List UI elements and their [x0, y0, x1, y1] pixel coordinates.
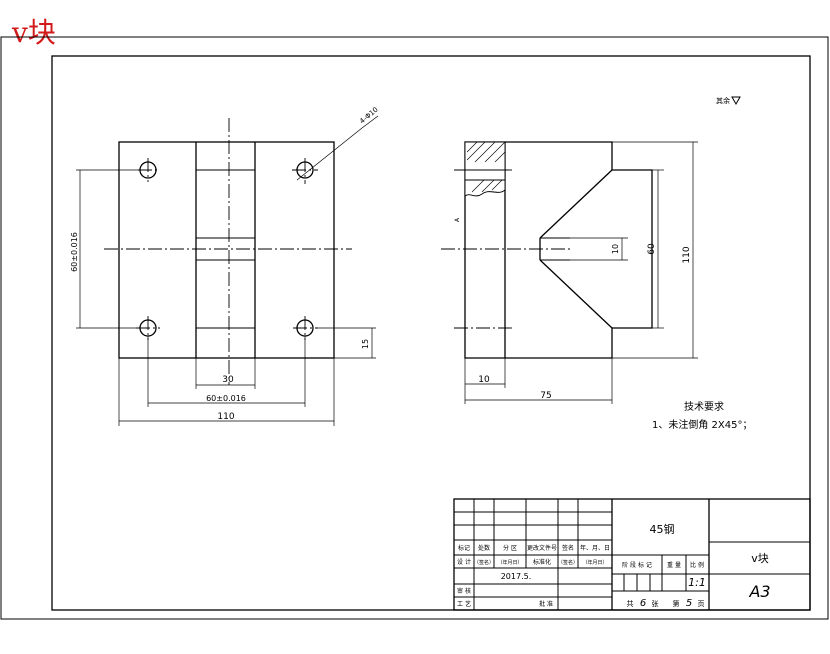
tb-label-stage-mark: 阶 段 标 记	[622, 561, 652, 569]
tb-material: 45钢	[650, 523, 675, 536]
inner-border	[51, 55, 811, 611]
tb-label-approve: 批 准	[539, 600, 553, 608]
tech-req-heading: 技术要求	[684, 400, 724, 413]
roughness-symbol-icon	[731, 96, 741, 106]
tb-sheet-no: 5	[686, 598, 692, 609]
dim-vertical-hole-spacing: 60±0.016	[70, 232, 79, 272]
dim-edge-offset: 15	[361, 339, 370, 349]
tb-sheet-prefix: 第	[673, 599, 680, 608]
tb-total-prefix: 共	[627, 599, 634, 608]
tb-label-design: 设 计	[457, 558, 471, 566]
dim-horizontal-hole-spacing: 60±0.016	[206, 394, 246, 403]
tb-total-unit: 张	[652, 599, 659, 608]
dim-v-depth: 60	[647, 243, 657, 255]
tb-label-weight: 重 量	[667, 561, 681, 569]
tech-req-item-1: 1、未注倒角 2X45°；	[652, 418, 752, 431]
tb-label-count: 处数	[478, 544, 490, 552]
dim-overall-length: 75	[540, 391, 551, 401]
roughness-note: 其余	[716, 96, 730, 105]
tb-date: 2017.5.	[501, 572, 532, 581]
tb-total-sheets: 6	[640, 598, 646, 609]
outer-border	[0, 36, 829, 620]
side-view: A 10 60 110 10 75	[441, 141, 698, 404]
tb-label-change-doc: 更改文件号	[527, 544, 557, 552]
tb-label-scale: 比 例	[690, 561, 704, 569]
dim-groove-width: 10	[611, 244, 620, 254]
dim-slot-width: 30	[222, 375, 234, 385]
drawing-title-red: v块	[12, 16, 56, 49]
section-marker: A	[454, 217, 461, 222]
tb-label-standardize: 标准化	[533, 558, 551, 566]
mounting-hole	[292, 158, 318, 184]
tb-label-ymd: 年、月、日	[580, 544, 610, 552]
mounting-hole	[138, 158, 158, 182]
dim-base-thickness: 10	[478, 375, 490, 385]
tb-label-sign-date2: （签名）	[558, 559, 578, 566]
front-view: 4-Φ10 60±0.016 15 30 60±0.016 110	[70, 106, 380, 426]
title-block: 标记 处数 分 区 更改文件号 签名 年、月、日 设 计 （签名） （年月日） …	[453, 498, 811, 611]
tb-label-review: 审 核	[457, 587, 471, 595]
dim-overall-width: 110	[217, 412, 234, 422]
tb-label-ymd1: （年月日）	[497, 559, 522, 566]
tb-sheet-unit: 页	[698, 600, 705, 608]
tb-label-sign-date1: （签名）	[474, 559, 494, 566]
tb-label-process: 工 艺	[457, 600, 471, 608]
tb-label-mark: 标记	[458, 544, 470, 552]
mounting-hole	[293, 316, 318, 340]
tb-label-sign: 签名	[562, 544, 574, 552]
tb-sheet-size: A3	[748, 582, 770, 601]
dim-overall-height: 110	[682, 246, 692, 263]
tb-scale: 1:1	[688, 576, 706, 589]
tb-label-ymd2: （年月日）	[582, 559, 607, 566]
section-hatch	[464, 141, 506, 197]
tb-part-name: v块	[751, 552, 769, 565]
tb-label-zone: 分 区	[503, 544, 517, 552]
